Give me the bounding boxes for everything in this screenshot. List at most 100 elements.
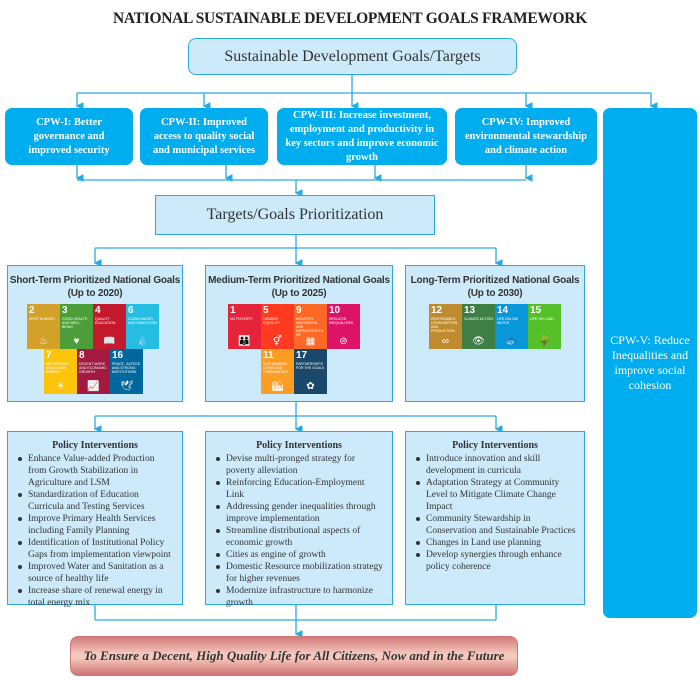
sdg-number: 15 — [530, 305, 542, 316]
policy-item: Standardization of Education Curricula a… — [18, 489, 174, 513]
sdg-tile-4: 4Quality Education 📖 — [93, 304, 126, 349]
sdg-label: Affordable and Clean Energy — [46, 362, 70, 374]
sdg-label: Gender Equality — [263, 317, 281, 325]
sdg-tile-1: 1No Poverty👪 — [228, 304, 261, 349]
policy-item: Community Stewardship in Conservation an… — [416, 514, 576, 536]
policy-item: Increase share of renewal energy in tota… — [18, 585, 174, 609]
sdg-label: Clean Water and Sanitation — [128, 317, 157, 325]
sdg-icon: 🌳 — [538, 336, 551, 347]
sdg-label: Good Health and Well-being — [62, 317, 88, 329]
sdg-number: 5 — [263, 305, 269, 316]
sdg-icon: ☀ — [56, 381, 65, 392]
sdg-icon: ♨ — [39, 336, 48, 347]
policy-item: Domestic Resource mobilization strategy … — [216, 562, 383, 584]
policy-item: Improve Primary Health Services includin… — [18, 513, 174, 537]
sdg-icon: 🐟 — [505, 336, 518, 347]
sdg-tile-8: 8Decent Work and Economic Growth 📈 — [77, 349, 110, 394]
sdg-icon: 👁 — [472, 336, 485, 347]
sdg-icon: 🕊 — [120, 381, 133, 392]
policy-item: Introduce innovation and skill developme… — [416, 453, 576, 477]
sdg-icon: ∞ — [441, 336, 450, 347]
sdg-tile-16: 16Peace, Justice and Strong Institutions… — [110, 349, 143, 394]
sdg-label: Life on Land — [530, 317, 554, 321]
cpw-3-box: CPW-III: Increase investment, employment… — [277, 108, 447, 165]
sdg-icon: ⚥ — [272, 336, 283, 347]
goal-title: Medium-Term Prioritized National Goals — [208, 275, 390, 286]
sdg-number: 14 — [497, 305, 509, 316]
sdg-tile-3: 3Good Health and Well-being♥ — [60, 304, 93, 349]
policy-item: Adaptation Strategy at Community Level t… — [416, 477, 576, 513]
sdg-tile-10: 10Reduced Inequalities ⊜ — [327, 304, 360, 349]
policy-item: Identification of Institutional Policy G… — [18, 537, 174, 561]
policy-item: Enhance Value-added Production from Grow… — [18, 453, 174, 489]
sdg-number: 4 — [95, 305, 101, 316]
sdg-tile-9: 9Industry, Innovation and Infrastructure… — [294, 304, 327, 349]
policy-item: Reinforcing Education-Employment Link — [216, 477, 384, 501]
short-term-goals-box: Short-Term Prioritized National Goals (Up… — [7, 265, 183, 402]
sdg-number: 7 — [46, 350, 52, 361]
medium-term-goals-box: Medium-Term Prioritized National Goals(U… — [205, 265, 393, 402]
sdg-icon: 📈 — [87, 381, 100, 392]
sdg-tile-6: 6Clean Water and Sanitation💧 — [126, 304, 159, 349]
policy-item: Changes in Land use planning — [416, 537, 576, 549]
sdg-tile-11: 11Sustainable Cities and Communities🏙 — [261, 349, 294, 394]
sdg-label: Peace, Justice and Strong Institutions — [112, 362, 141, 374]
sdg-number: 17 — [296, 350, 308, 361]
sdg-icon: 📖 — [103, 336, 116, 347]
sdg-label: Responsible Consumption and Production — [431, 317, 458, 333]
sdg-label: Sustainable Cities and Communities — [263, 362, 288, 374]
sdg-label: Reduced Inequalities — [329, 317, 354, 325]
cpw-1-box: CPW-I: Better governance and improved se… — [5, 108, 133, 165]
sdg-icon: 🏙 — [271, 381, 284, 392]
sdg-icon: ▦ — [305, 336, 316, 347]
sdg-tile-12: 12Responsible Consumption and Production… — [429, 304, 462, 349]
long-term-goals-box: Long-Term Prioritized National Goals (Up … — [405, 265, 585, 402]
sdg-tile-17: 17Partnerships for the Goals ✿ — [294, 349, 327, 394]
sdg-label: Climate Action — [464, 317, 493, 321]
sdg-number: 16 — [112, 350, 124, 361]
cpw-2-box: CPW-II: Improved access to quality socia… — [140, 108, 268, 165]
sdg-number: 9 — [296, 305, 302, 316]
sdg-number: 3 — [62, 305, 68, 316]
policy-item: Modernize infrastructure to harmonize gr… — [216, 585, 384, 609]
vision-banner: To Ensure a Decent, High Quality Life fo… — [70, 636, 518, 676]
cpw-4-box: CPW-IV: Improved environmental stewardsh… — [455, 108, 597, 165]
policy-item: Addressing gender inequalities through i… — [216, 501, 384, 525]
sdg-number: 6 — [128, 305, 134, 316]
sdg-number: 8 — [79, 350, 85, 361]
sdg-label: Quality Education — [95, 317, 116, 325]
sdg-tile-5: 5Gender Equality ⚥ — [261, 304, 294, 349]
sdg-tile-15: 15Life on Land 🌳 — [528, 304, 561, 349]
sdg-icon: ✿ — [306, 381, 315, 392]
policy-item: Devise multi-pronged strategy for povert… — [216, 453, 384, 477]
policy-heading: Policy Interventions — [52, 440, 138, 451]
goal-title: Long-Term Prioritized National Goals — [410, 275, 580, 286]
goal-title: Short-Term Prioritized National Goals — [9, 275, 181, 286]
goal-period: (Up to 2030) — [467, 288, 523, 299]
diagram-title: NATIONAL SUSTAINABLE DEVELOPMENT GOALS F… — [113, 10, 587, 27]
cpw-5-box: CPW-V: Reduce Inequalities and improve s… — [603, 108, 697, 618]
sdg-label: Industry, Innovation and Infrastructure — [296, 317, 324, 337]
sdg-tile-7: 7Affordable and Clean Energy ☀ — [44, 349, 77, 394]
sdg-number: 12 — [431, 305, 443, 316]
sdg-label: Partnerships for the Goals — [296, 362, 325, 370]
sdg-label: Decent Work and Economic Growth — [79, 362, 107, 374]
policy-item: Cities as engine of growth — [216, 549, 384, 561]
sdg-icon: 👪 — [238, 336, 251, 347]
goal-period: (Up to 2020) — [67, 288, 123, 299]
sdg-tile-13: 13Climate Action 👁 — [462, 304, 495, 349]
sdg-number: 13 — [464, 305, 476, 316]
sdg-icon: ⊜ — [339, 336, 348, 347]
sdg-number: 10 — [329, 305, 341, 316]
policy-heading: Policy Interventions — [256, 440, 342, 451]
policy-item: Develop synergies through enhance policy… — [416, 549, 576, 573]
sdg-label: Life Below Water — [497, 317, 519, 325]
policy-item: Improved Water and Sanitation as a sourc… — [18, 561, 174, 585]
policy-heading: Policy Interventions — [452, 440, 538, 451]
sdg-label: Zero Hunger — [29, 317, 55, 321]
